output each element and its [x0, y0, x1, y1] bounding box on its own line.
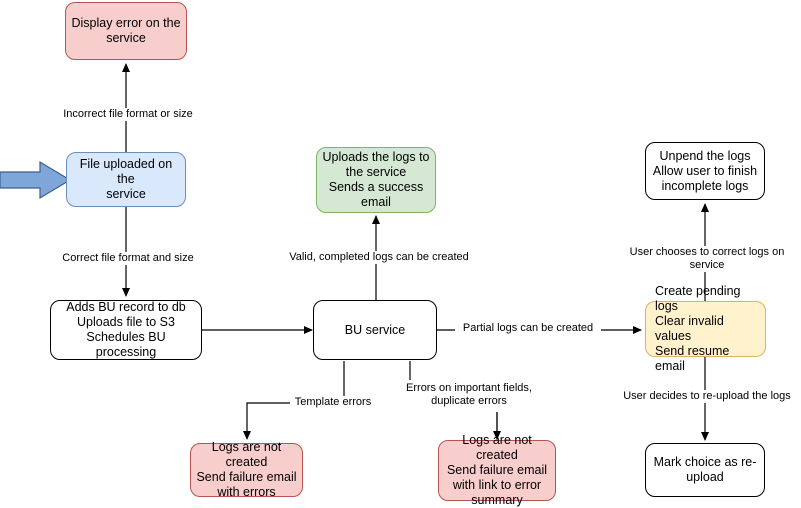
edge-label-template-errors: Template errors [290, 396, 376, 409]
edge-label-incorrect-format: Incorrect file format or size [53, 108, 203, 121]
node-uploads-logs[interactable]: Uploads the logs to the service Sends a … [316, 147, 436, 213]
edge-label-user-corrects: User chooses to correct logs on service [609, 246, 801, 272]
entry-arrow-icon [0, 160, 72, 200]
node-create-pending-logs[interactable]: Create pending logs Clear invalid values… [645, 284, 766, 373]
edge-label-important-errors: Errors on important fields, duplicate er… [392, 382, 546, 408]
edge-label-user-reupload: User decides to re-upload the logs [609, 390, 801, 403]
node-logs-not-created-summary[interactable]: Logs are not created Send failure email … [438, 433, 556, 507]
edge-label-correct-format: Correct file format and size [53, 252, 203, 265]
node-display-error[interactable]: Display error on the service [65, 2, 187, 60]
node-file-uploaded[interactable]: File uploaded on the service [66, 152, 186, 207]
node-adds-bu-record[interactable]: Adds BU record to db Uploads file to S3 … [50, 300, 202, 360]
edge-label-partial-logs: Partial logs can be created [455, 322, 601, 335]
node-mark-choice[interactable]: Mark choice as re- upload [645, 443, 765, 497]
node-logs-not-created-errors[interactable]: Logs are not created Send failure email … [190, 440, 303, 499]
edge-label-valid-logs: Valid, completed logs can be created [283, 251, 475, 264]
node-unpend-logs[interactable]: Unpend the logs Allow user to finish inc… [645, 142, 765, 200]
node-bu-service[interactable]: BU service [313, 300, 437, 360]
